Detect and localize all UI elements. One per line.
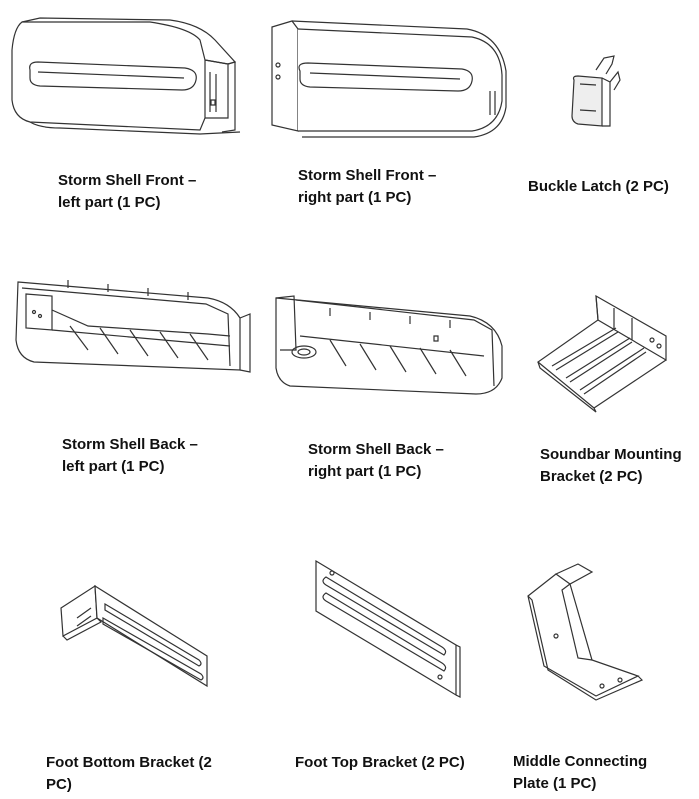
part-label-foot-top-bracket: Foot Top Bracket (2 PC) xyxy=(295,754,465,771)
soundbar-mounting-bracket-drawing xyxy=(532,290,672,410)
buckle-latch-drawing xyxy=(566,50,636,135)
part-label-storm-shell-back-left: Storm Shell Back –left part (1 PC) xyxy=(62,436,198,475)
part-label-buckle-latch: Buckle Latch (2 PC) xyxy=(528,178,669,195)
storm-shell-front-right-drawing xyxy=(262,15,512,145)
foot-bottom-bracket-drawing xyxy=(55,578,215,698)
part-label-storm-shell-front-right: Storm Shell Front –right part (1 PC) xyxy=(298,167,437,206)
storm-shell-back-left-drawing xyxy=(8,270,258,390)
part-label-storm-shell-front-left: Storm Shell Front –left part (1 PC) xyxy=(58,172,197,211)
part-label-storm-shell-back-right: Storm Shell Back –right part (1 PC) xyxy=(308,441,444,480)
storm-shell-front-left-drawing xyxy=(0,0,250,150)
middle-connecting-plate-drawing xyxy=(522,560,647,700)
foot-top-bracket-drawing xyxy=(310,555,465,705)
storm-shell-back-right-drawing xyxy=(270,290,510,400)
